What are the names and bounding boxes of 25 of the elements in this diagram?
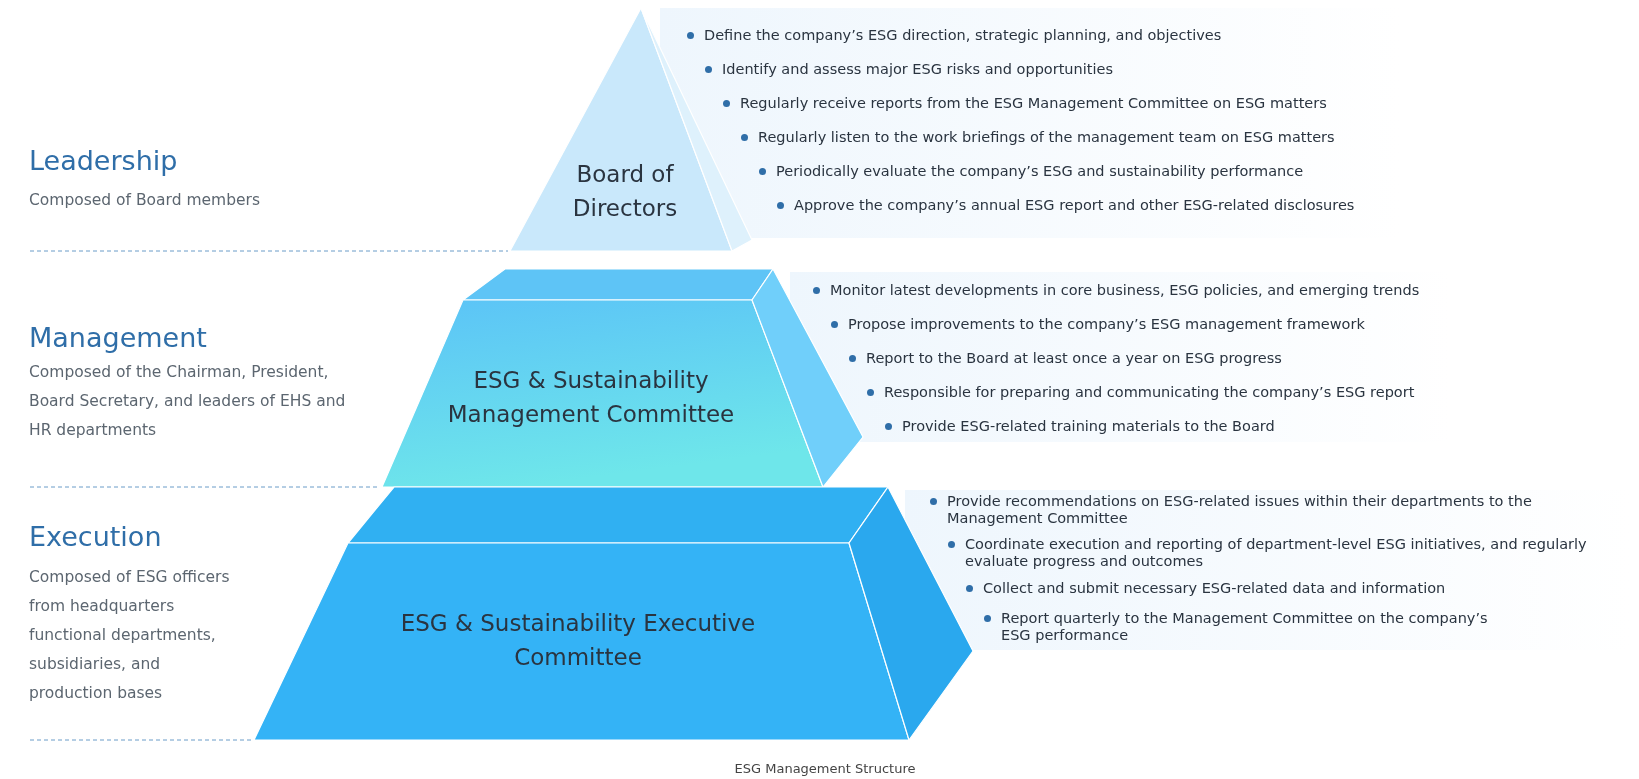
bullet-item: Report quarterly to the Management Committee on the company’s ESG performance <box>981 610 1521 644</box>
bullet-item: Provide recommendations on ESG-related issues within their departments to the Management Committee <box>927 493 1627 527</box>
bullet-item: Identify and assess major ESG risks and opportunities <box>702 61 1502 78</box>
tier-description: Composed of the Chairman, President, Board Secretary, and leaders of EHS and HR departments <box>29 362 347 441</box>
bullet-item: Regularly listen to the work briefings of the management team on ESG matters <box>738 129 1538 146</box>
bullet-item: Report to the Board at least once a year on ESG progress <box>846 350 1639 367</box>
bullet-item: Collect and submit necessary ESG-related data and information <box>963 580 1627 597</box>
bullet-item: Provide ESG-related training materials to the Board <box>882 418 1639 435</box>
tier-heading: Execution <box>29 521 162 552</box>
bullet-item: Coordinate execution and reporting of department-level ESG initiatives, and regularly evaluate progress and outcomes <box>945 536 1627 570</box>
tier-description: Composed of Board members <box>29 190 261 211</box>
tier-title: ESG & Sustainability Management Committee <box>446 366 736 429</box>
tier-title: Board of Directors <box>571 160 679 223</box>
bullet-item: Periodically evaluate the company’s ESG and sustainability performance <box>756 163 1556 180</box>
caption: ESG Management Structure <box>734 761 916 776</box>
bullet-item: Monitor latest developments in core business, ESG policies, and emerging trends <box>810 282 1610 299</box>
bullet-item: Approve the company’s annual ESG report and other ESG-related disclosures <box>774 197 1574 214</box>
tier-heading: Management <box>29 322 207 353</box>
tier-heading: Leadership <box>29 145 178 176</box>
bullet-item: Responsible for preparing and communicating the company’s ESG report <box>864 384 1639 401</box>
tier-description: Composed of ESG officers from headquarters functional departments, subsidiaries, and production bases <box>29 567 231 704</box>
tier-title: ESG & Sustainability Executive Committee <box>399 609 757 672</box>
bullet-item: Regularly receive reports from the ESG Management Committee on ESG matters <box>720 95 1520 112</box>
bullet-item: Define the company’s ESG direction, strategic planning, and objectives <box>684 27 1484 44</box>
bullet-item: Propose improvements to the company’s ESG management framework <box>828 316 1628 333</box>
